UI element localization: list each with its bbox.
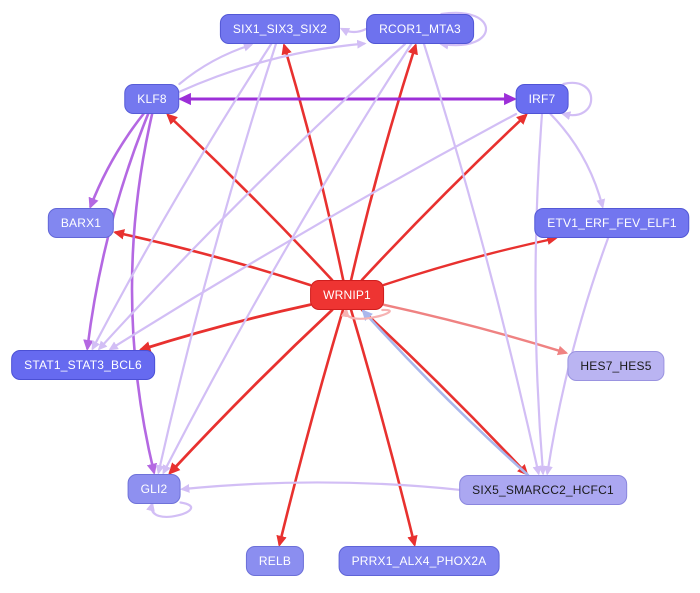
edge-SIX1_SIX3_SIX2-GLI2 [155,42,277,475]
edge-WRNIP1-ETV1_ERF_FEV_ELF1 [382,235,558,287]
node-irf7[interactable]: IRF7 [515,84,569,114]
edge-WRNIP1-HES7_HES5 [382,303,569,356]
edge-KLF8-RCOR1_MTA3 [178,39,367,93]
edge-WRNIP1-IRF7 [360,113,528,282]
edge-SIX5_SMARCC2_HCFC1-WRNIP1 [361,309,530,477]
node-rcor1_mta3[interactable]: RCOR1_MTA3 [366,14,474,44]
self-loop-RCOR1_MTA3 [438,11,487,50]
edge-KLF8-SIX1_SIX3_SIX2 [178,42,254,86]
edge-KLF8-GLI2 [130,112,158,475]
node-barx1[interactable]: BARX1 [47,208,115,238]
edge-SIX1_SIX3_SIX2-STAT1_STAT3_BCL6 [91,42,273,351]
edge-RCOR1_MTA3-GLI2 [162,42,413,475]
node-gli2[interactable]: GLI2 [127,474,181,504]
self-loop-WRNIP1 [340,307,391,320]
edge-WRNIP1-PRRX1_ALX4_PHOX2A [349,308,418,547]
self-loop-GLI2 [146,501,192,518]
edge-RCOR1_MTA3-SIX5_SMARCC2_HCFC1 [422,42,542,476]
edge-IRF7-ETV1_ERF_FEV_ELF1 [549,112,606,209]
node-hes7_hes5[interactable]: HES7_HES5 [567,351,665,381]
edge-WRNIP1-STAT1_STAT3_BCL6 [138,303,312,353]
edge-IRF7-STAT1_STAT3_BCL6 [108,112,518,351]
edge-RCOR1_MTA3-STAT1_STAT3_BCL6 [97,42,407,351]
edge-WRNIP1-KLF8 [166,113,334,282]
node-relb[interactable]: RELB [245,546,305,576]
edge-IRF7-SIX5_SMARCC2_HCFC1 [534,112,547,476]
node-etv1_erf_fev_elf1[interactable]: ETV1_ERF_FEV_ELF1 [534,208,690,238]
node-stat1_stat3_bcl6[interactable]: STAT1_STAT3_BCL6 [11,350,155,380]
edge-RCOR1_MTA3-SIX1_SIX3_SIX2 [339,27,368,37]
edge-WRNIP1-RCOR1_MTA3 [349,43,418,282]
node-six5_smarcc2_hcfc1[interactable]: SIX5_SMARCC2_HCFC1 [459,475,627,505]
self-loop-IRF7 [560,81,593,120]
node-prrx1_alx4_phox2a[interactable]: PRRX1_ALX4_PHOX2A [338,546,500,576]
node-six1_six3_six2[interactable]: SIX1_SIX3_SIX2 [219,14,341,44]
node-wrnip1[interactable]: WRNIP1 [310,280,384,310]
node-klf8[interactable]: KLF8 [124,84,180,114]
edge-WRNIP1-RELB [276,308,345,547]
edge-KLF8-BARX1 [88,112,145,210]
edge-WRNIP1-GLI2 [168,308,334,475]
edge-WRNIP1-SIX1_SIX3_SIX2 [281,43,345,282]
edge-WRNIP1-SIX5_SMARCC2_HCFC1 [360,308,529,476]
edge-SIX5_SMARCC2_HCFC1-GLI2 [180,481,461,493]
